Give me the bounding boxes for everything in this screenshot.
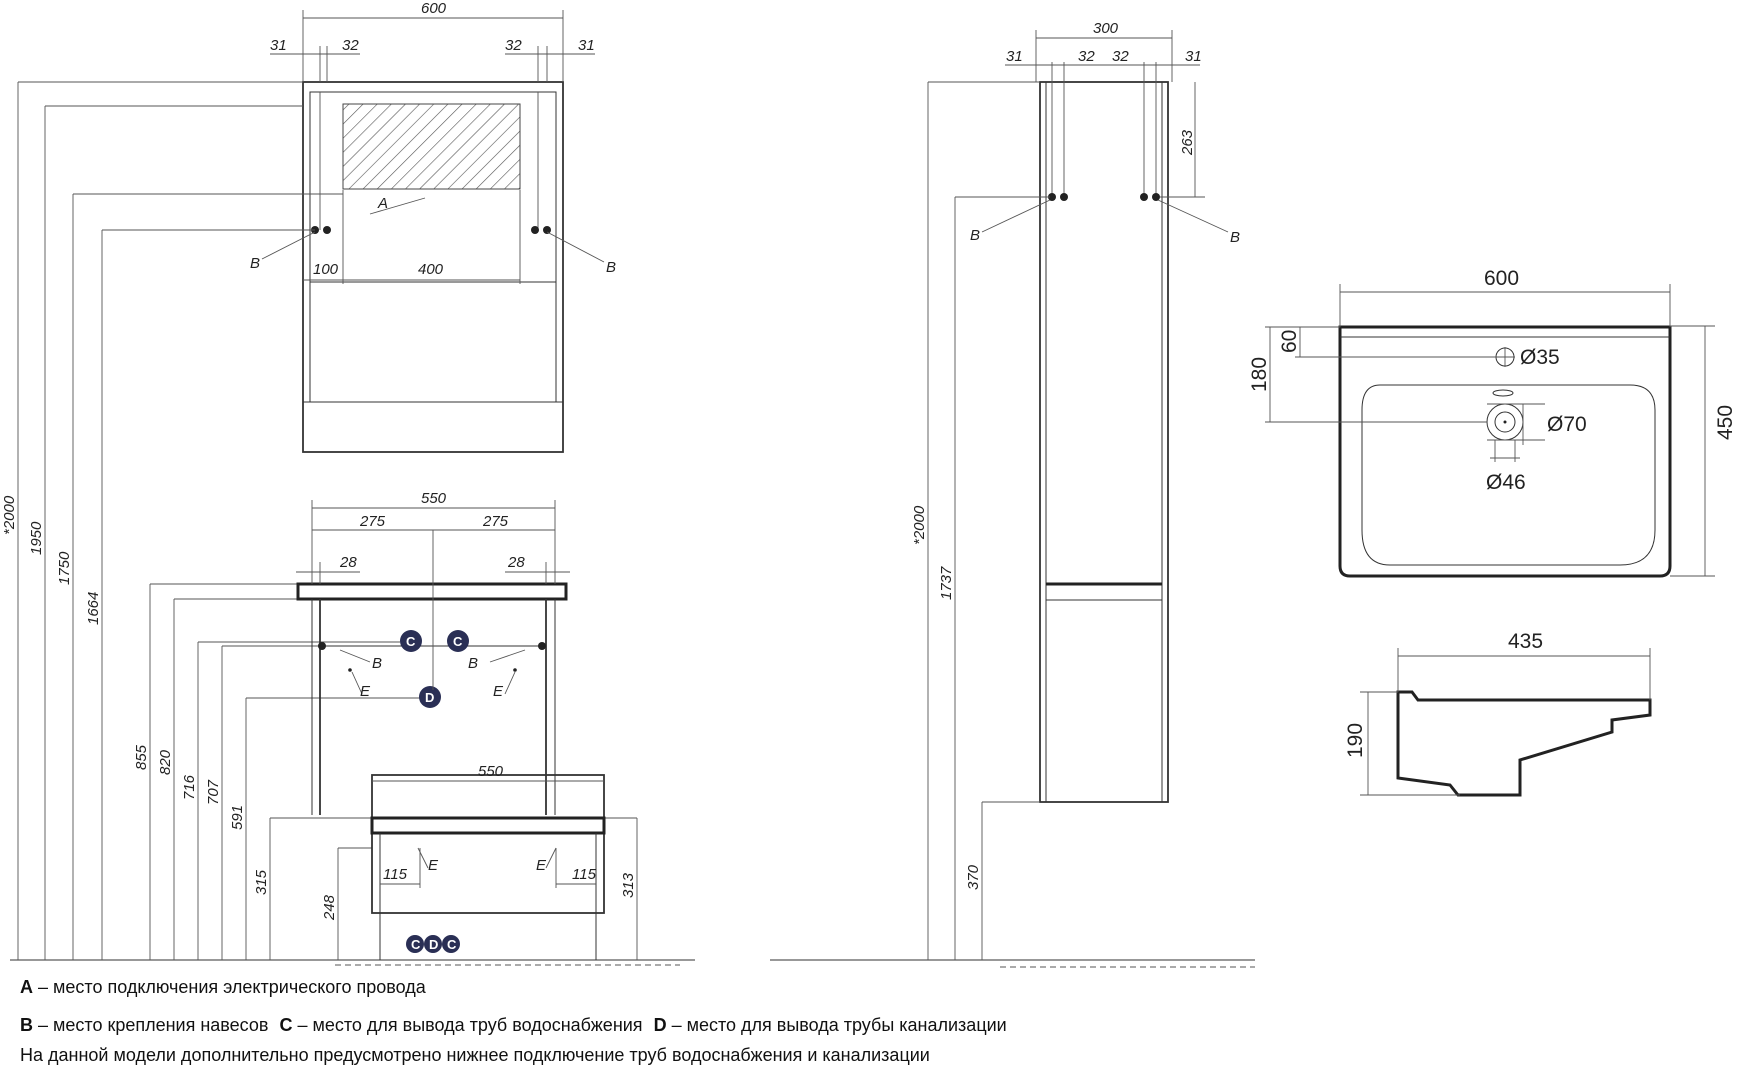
mark-e-1: E xyxy=(360,683,371,700)
dim-vanity-half-left: 275 xyxy=(359,513,386,530)
badge-c-floor-right: C xyxy=(442,935,460,953)
dim-column-width: 300 xyxy=(1093,20,1119,37)
dim-h1950: 1950 xyxy=(28,521,45,555)
dim-offset-right-31: 31 xyxy=(578,37,595,54)
dim-leg-left: 115 xyxy=(383,866,408,883)
dim-basin-d70: Ø70 xyxy=(1547,413,1587,436)
legend-line-bcd: B – место крепления навесов C – место дл… xyxy=(20,1010,1220,1040)
mark-b-right: B xyxy=(606,259,616,276)
badge-c-right: C xyxy=(447,630,469,652)
wall-cabinet-dimensions: 600 31 32 32 31 100 400 A B B xyxy=(250,0,616,284)
legend-text-d: – место для вывода трубы канализации xyxy=(666,1015,1007,1035)
svg-text:C: C xyxy=(406,634,416,649)
mark-b-vanity-left: B xyxy=(372,655,382,672)
dim-h313: 313 xyxy=(620,872,637,898)
legend: A – место подключения электрического про… xyxy=(20,972,1220,1070)
dim-side-height: 190 xyxy=(1344,723,1367,758)
badge-c-left: C xyxy=(400,630,422,652)
svg-text:C: C xyxy=(447,937,457,952)
dim-basin-depth: 450 xyxy=(1714,405,1737,440)
hanger-point-left-2 xyxy=(323,226,331,234)
dim-basin-d46: Ø46 xyxy=(1486,471,1526,494)
dim-side-width: 435 xyxy=(1508,630,1543,653)
dim-vanity-half-right: 275 xyxy=(482,513,509,530)
dim-column-offset-4: 31 xyxy=(1185,48,1202,65)
dim-inner-width: 400 xyxy=(418,261,444,278)
dim-h315: 315 xyxy=(253,869,270,895)
dim-vanity-side-left: 28 xyxy=(339,554,357,571)
dim-offset-left-32: 32 xyxy=(342,37,359,54)
dim-offset-left-31: 31 xyxy=(270,37,287,54)
dim-basin-width: 600 xyxy=(1484,267,1519,290)
hanger-point-right xyxy=(531,226,539,234)
dim-basin-d35: Ø35 xyxy=(1520,346,1560,369)
hanger-point-right-2 xyxy=(543,226,551,234)
mark-b-vanity-right: B xyxy=(468,655,478,672)
basin-top-dimensions: 600 450 60 180 Ø35 Ø70 Ø46 xyxy=(1248,267,1737,577)
ground-line-middle xyxy=(770,959,1255,968)
dim-basin-180: 180 xyxy=(1248,357,1271,392)
tall-column xyxy=(1039,62,1169,803)
dim-leg-right: 115 xyxy=(572,866,597,883)
mark-e-4: E xyxy=(536,857,547,874)
dim-column-offset-2: 32 xyxy=(1078,48,1095,65)
dim-h1664: 1664 xyxy=(85,592,102,625)
badge-d-floor: D xyxy=(424,935,442,953)
electrical-zone-hatch xyxy=(342,103,521,190)
legend-note: На данной модели дополнительно предусмот… xyxy=(20,1045,930,1065)
legend-key-c: C xyxy=(279,1015,293,1035)
mark-b-column-right: B xyxy=(1230,229,1240,246)
mark-b-column-left: B xyxy=(970,227,980,244)
mark-e-3: E xyxy=(428,857,439,874)
dim-column-263: 263 xyxy=(1179,129,1196,156)
dim-offset-right-32: 32 xyxy=(505,37,522,54)
dim-column-offset-1: 31 xyxy=(1006,48,1023,65)
dim-h820: 820 xyxy=(157,749,174,775)
wall-cabinet-front xyxy=(302,81,564,453)
basin-side-dimensions: 435 190 xyxy=(1344,630,1651,796)
basin-side-view xyxy=(1396,690,1652,797)
legend-text-b: – место крепления навесов xyxy=(33,1015,274,1035)
legend-line-a: A – место подключения электрического про… xyxy=(20,972,1220,1002)
badge-c-floor-left: C xyxy=(406,935,424,953)
dim-h716: 716 xyxy=(181,774,198,800)
vanity-dimensions: 550 275 275 28 28 550 115 115 B B E E E … xyxy=(296,490,604,888)
svg-text:D: D xyxy=(425,690,434,705)
dim-cabinet-width: 600 xyxy=(421,0,447,17)
legend-key-d: D xyxy=(653,1015,667,1035)
ground-line-left xyxy=(10,959,695,966)
svg-text:C: C xyxy=(411,937,421,952)
left-height-dimensions: *2000 1950 1750 1664 855 820 716 707 591… xyxy=(1,81,638,960)
badges-vanity: C C D C D C xyxy=(400,630,469,953)
dim-column-offset-3: 32 xyxy=(1112,48,1129,65)
dim-column-370: 370 xyxy=(965,864,982,890)
dim-h591: 591 xyxy=(229,805,246,830)
dim-lower-width: 550 xyxy=(478,763,504,780)
dim-basin-60: 60 xyxy=(1278,330,1301,353)
column-dimensions: 300 31 32 32 31 263 *2000 1737 370 B B xyxy=(911,20,1240,960)
dim-column-1737: 1737 xyxy=(938,566,955,600)
dim-vanity-side-right: 28 xyxy=(507,554,525,571)
svg-text:D: D xyxy=(429,937,438,952)
mark-e-2: E xyxy=(493,683,504,700)
dim-column-2000: *2000 xyxy=(911,505,928,545)
legend-key-a: A xyxy=(20,977,33,997)
dim-inner-left: 100 xyxy=(313,261,339,278)
basin-top-view xyxy=(1338,325,1672,578)
dim-vanity-width: 550 xyxy=(421,490,447,507)
mark-b-left: B xyxy=(250,255,260,272)
dim-h855: 855 xyxy=(133,744,150,770)
badge-d-mid: D xyxy=(419,686,441,708)
dim-h707: 707 xyxy=(205,779,222,805)
drain-inner xyxy=(1494,411,1516,433)
dim-h1750: 1750 xyxy=(56,551,73,585)
svg-text:C: C xyxy=(453,634,463,649)
dim-h248: 248 xyxy=(321,894,338,921)
legend-text-c: – место для вывода труб водоснабжения xyxy=(292,1015,648,1035)
legend-text-a: – место подключения электрического прово… xyxy=(33,977,426,997)
mark-a: A xyxy=(377,195,388,212)
dim-h2000: *2000 xyxy=(1,495,18,535)
legend-key-b: B xyxy=(20,1015,33,1035)
